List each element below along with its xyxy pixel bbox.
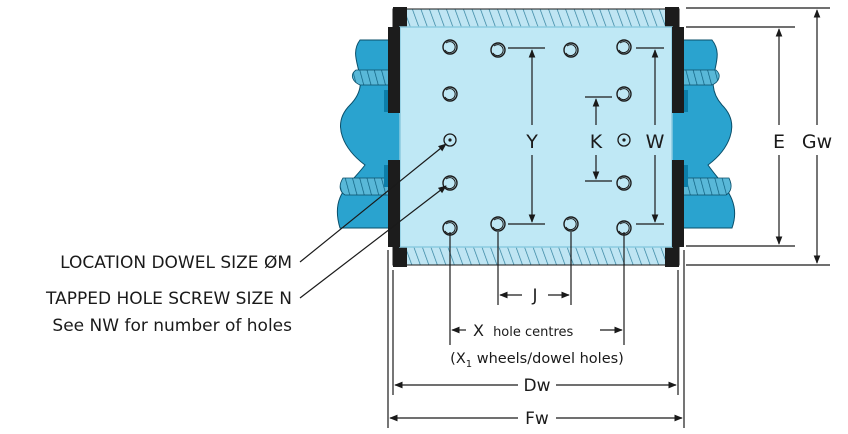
tapped-hole	[616, 175, 632, 191]
tapped-callout-note: See NW for number of holes	[52, 316, 292, 336]
dowel-hole-right-center	[622, 138, 626, 142]
tapped-leader-line	[299, 185, 447, 299]
tapped-hole	[616, 39, 632, 55]
top-right-clamp	[665, 7, 679, 29]
tapped-hole	[616, 86, 632, 102]
dowel-callout: LOCATION DOWEL SIZE ØM	[60, 253, 292, 273]
dimension-k: K	[590, 131, 603, 153]
tapped-hole-thread	[444, 222, 456, 235]
tapped-hole	[563, 216, 579, 232]
dimension-x-suffix: hole centres	[493, 325, 573, 340]
tapped-hole-thread	[618, 41, 630, 54]
tapped-hole-thread	[492, 218, 504, 231]
x1-close: wheels/dowel holes)	[472, 351, 624, 367]
bottom-wheel-band	[392, 246, 680, 266]
left-clamp-bar-upper	[388, 27, 400, 113]
dimension-j: J	[531, 286, 537, 306]
dimension-w: W	[646, 131, 665, 153]
x1-subscript: 1	[466, 359, 472, 370]
top-wheel-band	[392, 8, 680, 28]
dimension-dw: Dw	[524, 376, 551, 396]
bottom-right-clamp	[665, 245, 679, 267]
dimension-fw: Fw	[525, 409, 549, 429]
tapped-hole-thread	[618, 88, 630, 101]
tapped-hole	[442, 175, 458, 191]
tapped-hole	[490, 42, 506, 58]
dowel-hole-right	[617, 133, 631, 147]
tapped-hole-thread	[444, 41, 456, 54]
left-clamp-bar-lower	[388, 160, 400, 247]
tapped-hole-thread	[444, 88, 456, 101]
tapped-hole-thread	[565, 44, 577, 57]
x1-open: (X	[450, 351, 466, 367]
tapped-hole-thread	[618, 222, 630, 235]
dowel-leader-line	[299, 143, 447, 263]
tapped-hole	[442, 39, 458, 55]
dowel-hole-left	[443, 133, 457, 147]
tapped-hole	[563, 42, 579, 58]
dimension-e: E	[773, 131, 785, 153]
dimension-x: X hole centres	[473, 321, 574, 340]
tapped-hole-thread	[618, 177, 630, 190]
right-clamp-bar-upper	[672, 27, 684, 113]
tapped-hole	[442, 86, 458, 102]
dowel-hole-left-center	[448, 138, 452, 142]
tapped-callout: TAPPED HOLE SCREW SIZE N	[45, 289, 292, 309]
tapped-holes	[442, 39, 632, 236]
tapped-hole	[490, 216, 506, 232]
dimension-x1-note: (X1 wheels/dowel holes)	[450, 351, 624, 370]
tapped-hole-thread	[492, 44, 504, 57]
tapped-hole-thread	[565, 218, 577, 231]
dimension-gw: Gw	[802, 131, 832, 153]
top-left-clamp	[393, 7, 407, 29]
right-clamp-bar-lower	[672, 160, 684, 247]
dimension-x-letter: X	[473, 321, 484, 340]
bottom-left-clamp	[393, 245, 407, 267]
dimension-y: Y	[525, 131, 538, 153]
tapped-hole-thread	[444, 177, 456, 190]
